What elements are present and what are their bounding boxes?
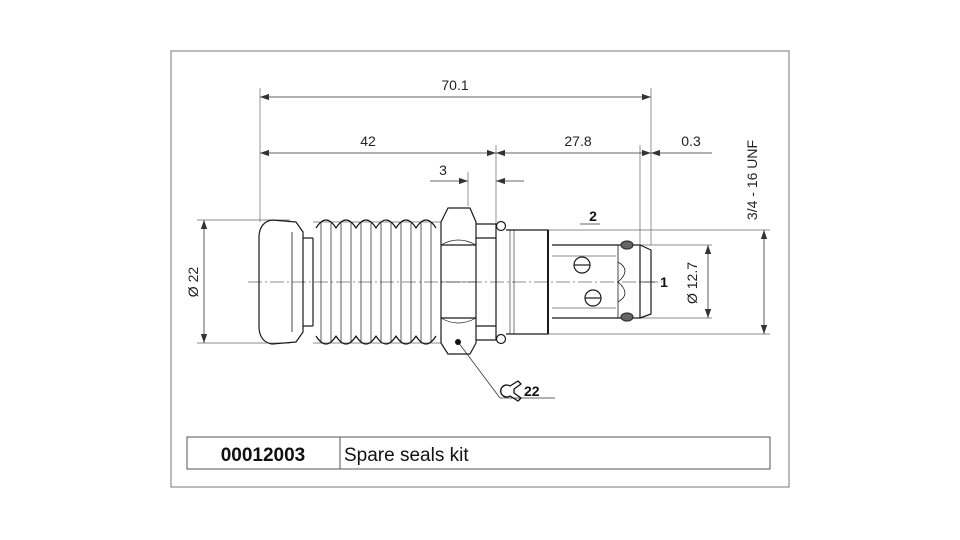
dim-head-diameter: Ø 22 — [185, 267, 201, 298]
spool-tip — [552, 244, 652, 319]
dimension-lines — [200, 93, 768, 343]
dim-spool-diameter: Ø 12.7 — [684, 262, 700, 304]
callout-port-1: 1 — [660, 274, 668, 290]
callout-leaders — [457, 223, 655, 399]
seal-lower — [620, 312, 634, 322]
dim-overall-length: 70.1 — [441, 77, 468, 93]
parts-table — [186, 436, 771, 470]
part-description: Spare seals kit — [344, 445, 469, 466]
seal-upper — [620, 240, 634, 250]
knob-head — [258, 219, 304, 345]
drawing-frame — [170, 50, 790, 488]
dim-cartridge-length: 27.8 — [564, 133, 591, 149]
wrench-point — [455, 339, 461, 345]
wrench-size: 22 — [524, 383, 540, 399]
dim-hex-width: 3 — [439, 162, 447, 178]
cartridge-body — [506, 229, 549, 335]
dim-thread: 3/4 - 16 UNF — [744, 140, 760, 220]
collar — [476, 223, 497, 341]
valve-body — [258, 207, 652, 355]
bellows — [313, 219, 441, 345]
extension-lines — [197, 88, 770, 344]
wrench-icon — [500, 380, 522, 402]
dim-tip-offset: 0.3 — [681, 133, 701, 149]
callout-port-2: 2 — [589, 208, 597, 224]
o-ring-bottom — [495, 333, 507, 345]
part-code: 00012003 — [221, 445, 306, 466]
hex-nut — [440, 207, 477, 355]
o-ring-top — [495, 220, 507, 232]
dim-body-length: 42 — [360, 133, 376, 149]
